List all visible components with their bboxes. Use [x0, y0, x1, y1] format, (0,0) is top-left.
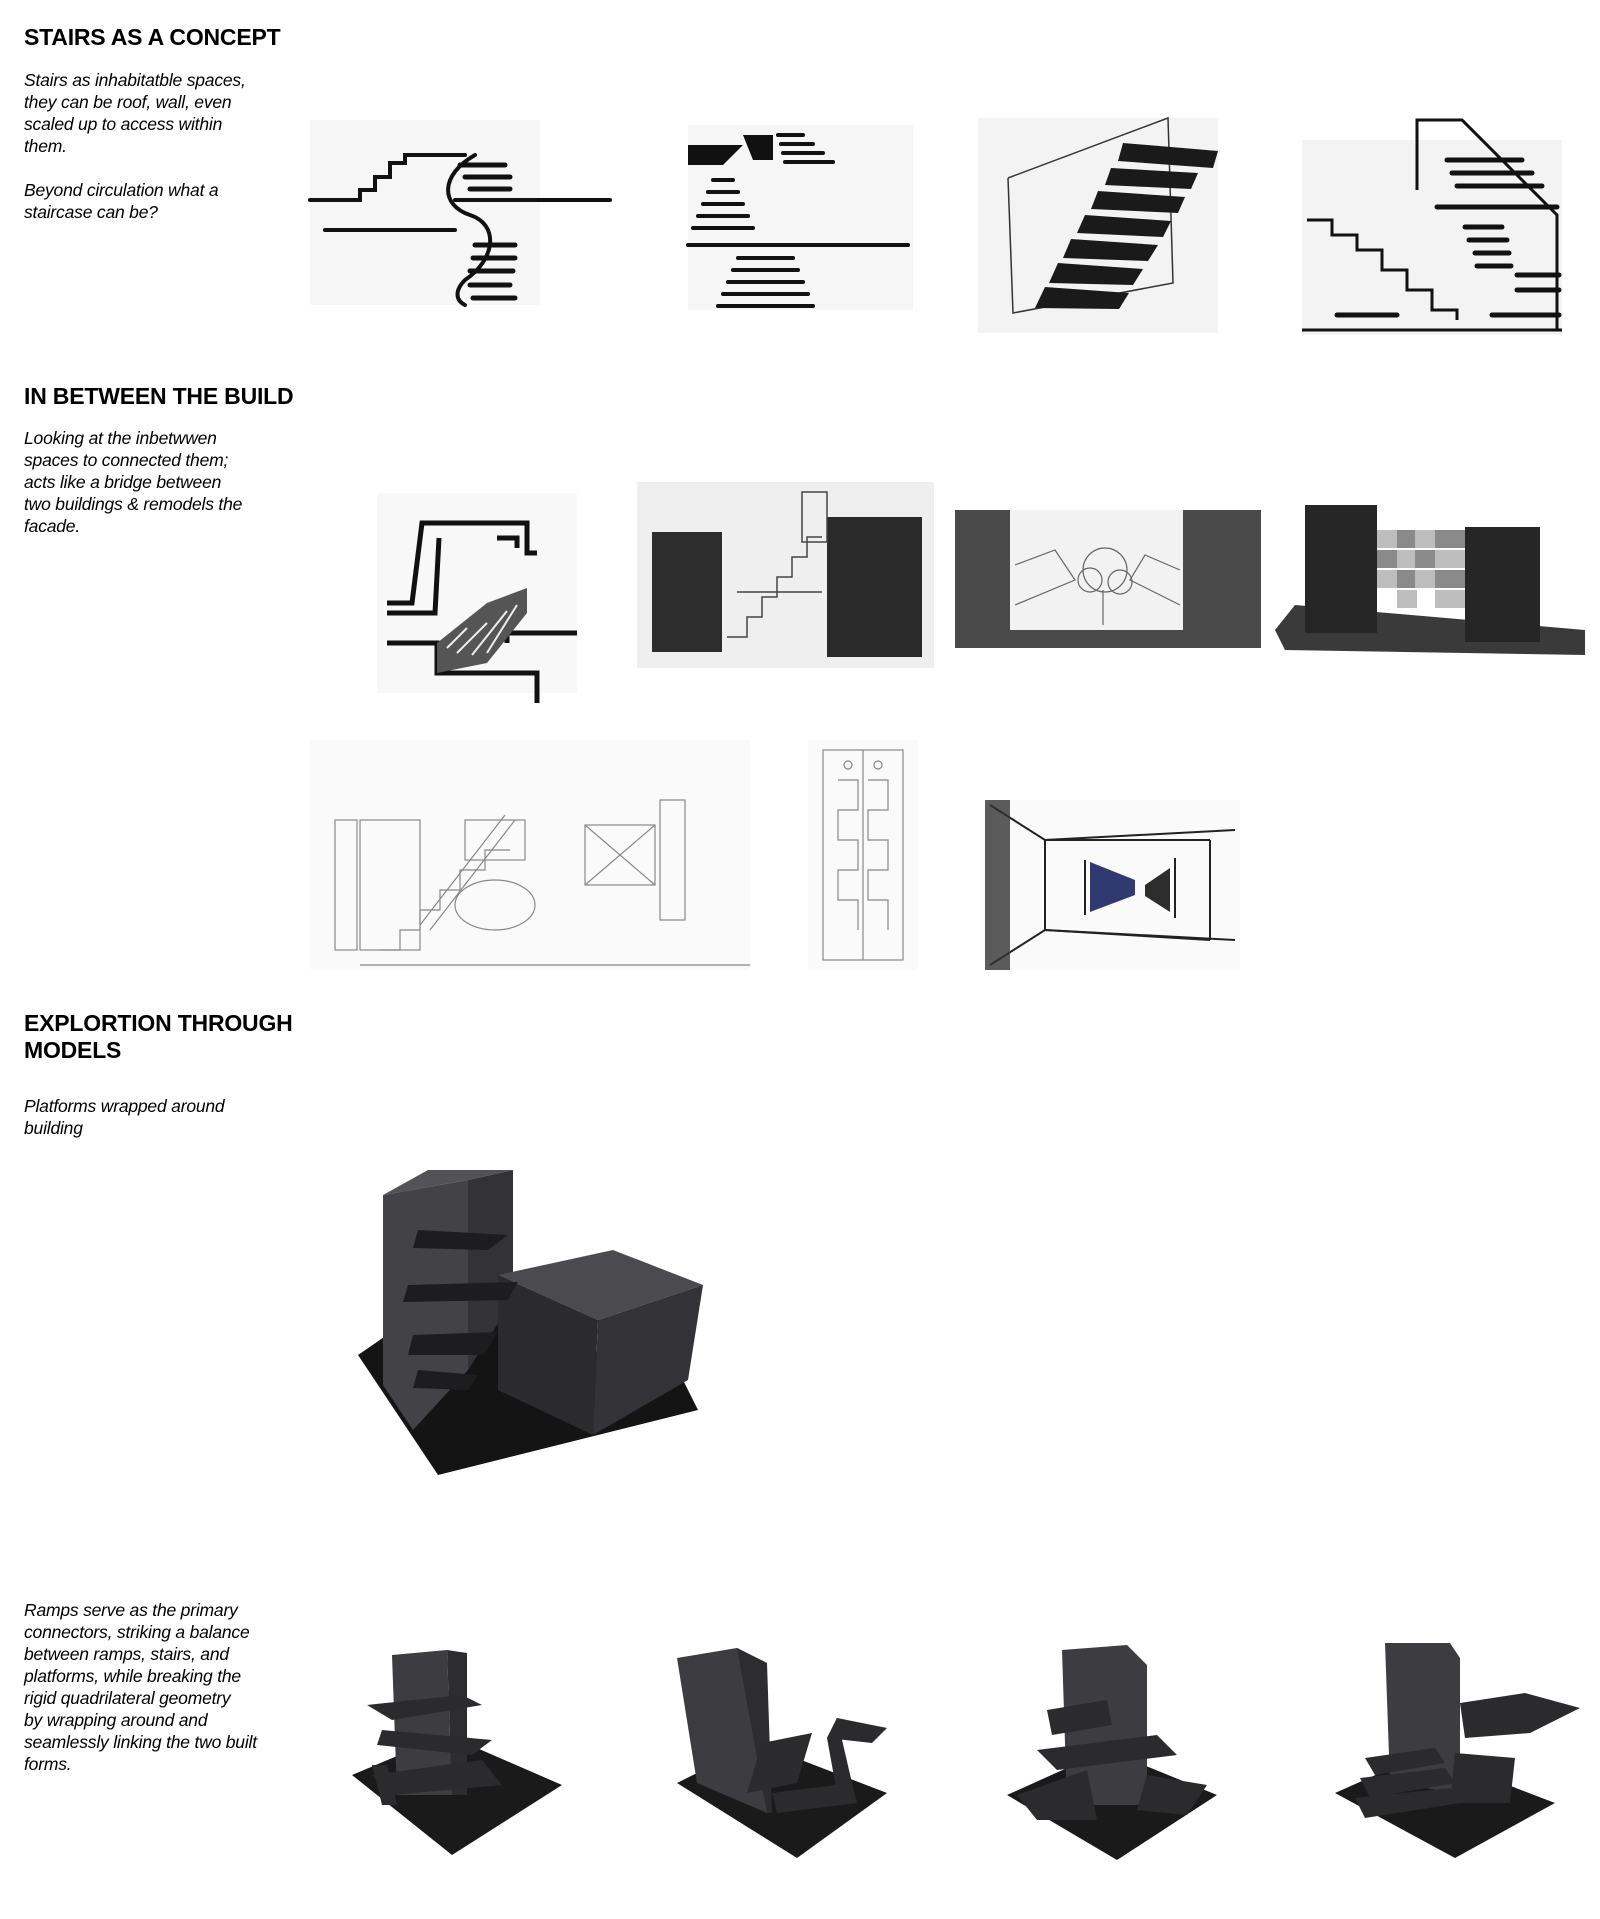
model-ramps-4 [1335, 1643, 1580, 1858]
sketch-courtyard-tree [955, 510, 1261, 648]
sketch-stair-wall [1302, 118, 1562, 335]
paragraph-stairs-question: Beyond circulation what a staircase can … [24, 180, 219, 222]
model-ramps-1 [352, 1650, 562, 1855]
paragraph-ramps: Ramps serve as the primary connectors, s… [24, 1600, 257, 1774]
model-ramps-2 [677, 1648, 887, 1858]
paragraph-stairs-intro: Stairs as inhabitatble spaces, they can … [24, 70, 246, 156]
sketch-perspective-stair [978, 116, 1218, 333]
model-ramps-3 [1007, 1645, 1217, 1860]
sketch-stair-plan [808, 740, 918, 970]
section-title-stairs: STAIRS AS A CONCEPT [24, 24, 281, 50]
sketch-bridge-stair-section [377, 493, 577, 703]
sketch-perspective-corridor [985, 800, 1240, 970]
sketch-spiral-stair [308, 120, 612, 307]
section-title-models: EXPLORTION THROUGH MODELS [24, 1010, 293, 1063]
model-platforms-wrapped [358, 1170, 703, 1475]
paragraph-platforms: Platforms wrapped around building [24, 1096, 225, 1138]
paragraph-in-between: Looking at the inbetwwen spaces to conne… [24, 428, 243, 536]
sketch-facade-remodel [1275, 505, 1585, 655]
section-title-in-between: IN BETWEEN THE BUILD [24, 383, 294, 409]
sketch-section-plan [310, 740, 750, 970]
sketch-floating-stairs [686, 125, 913, 310]
sketch-charcoal-gap-stairs [637, 482, 934, 668]
